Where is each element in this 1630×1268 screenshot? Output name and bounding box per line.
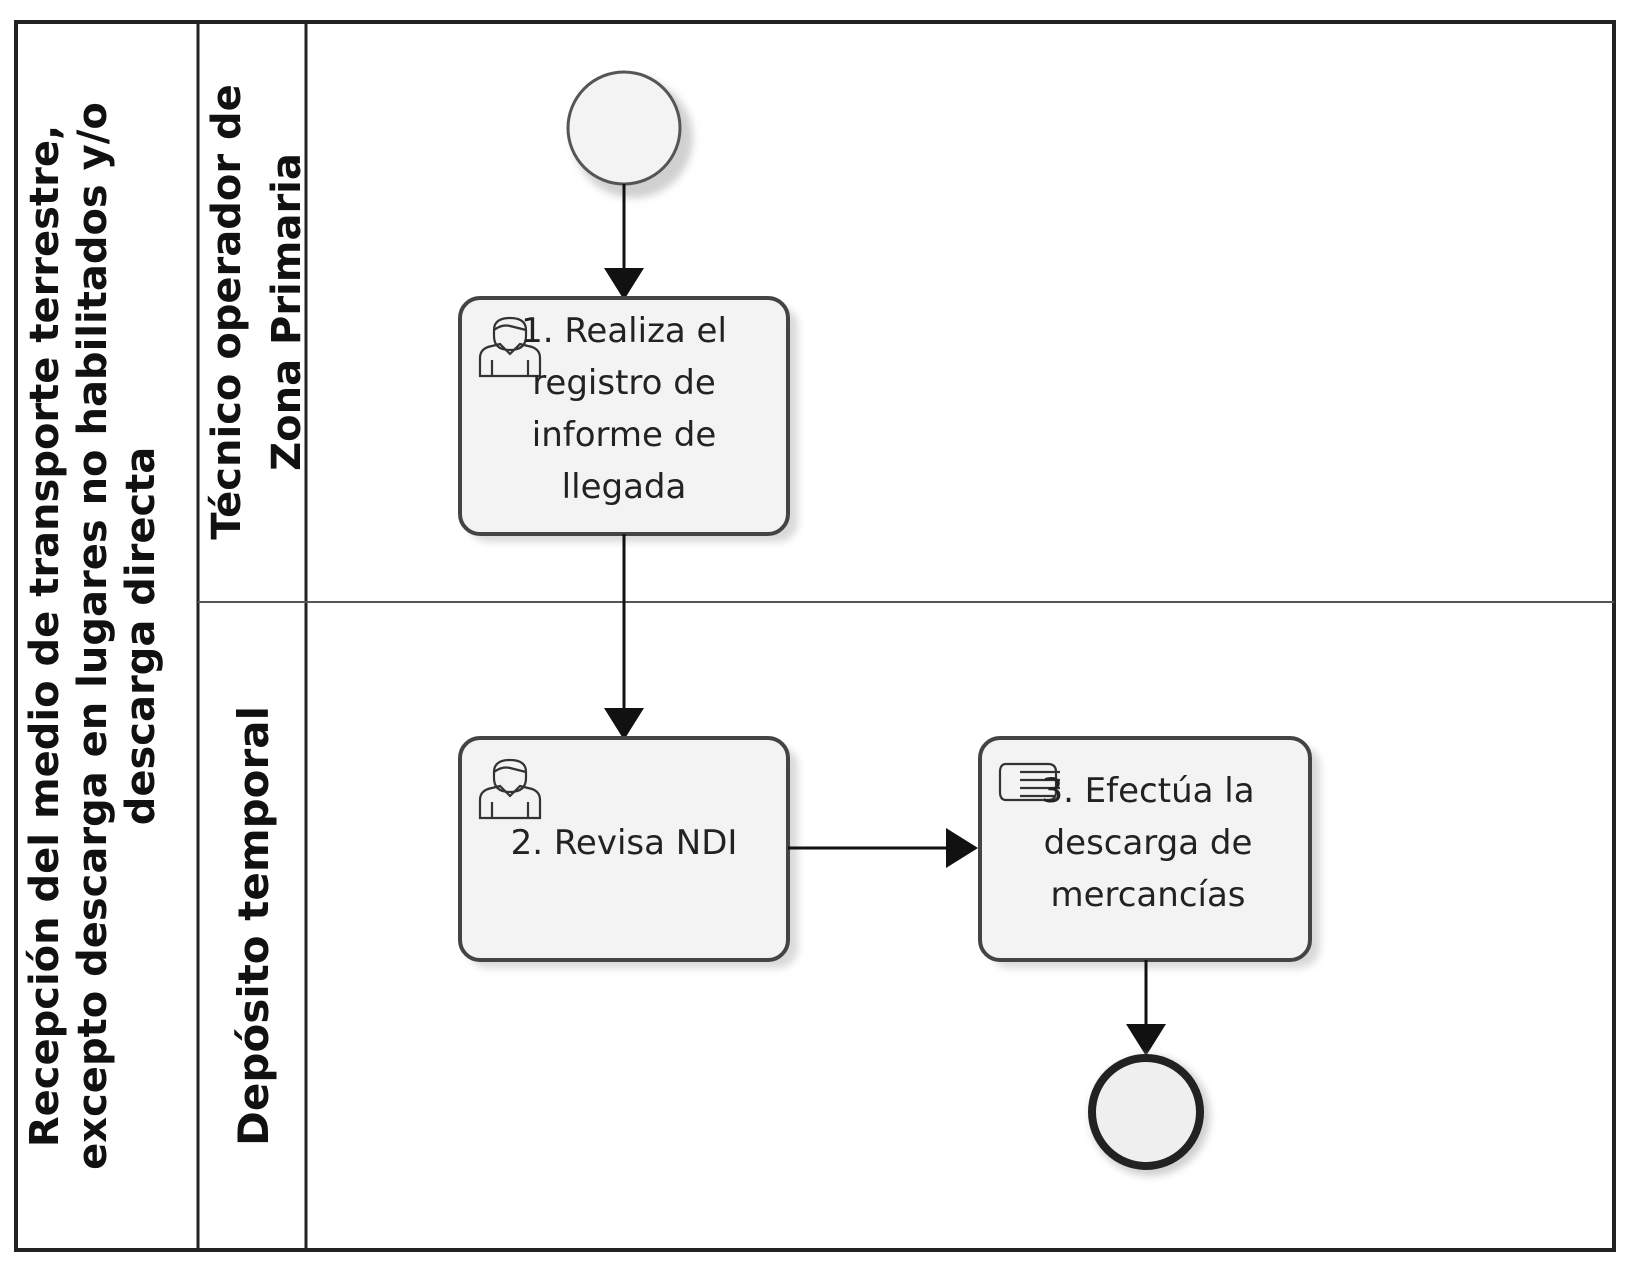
task-3-label-line-2: descarga de: [1044, 823, 1253, 863]
start-event[interactable]: [566, 70, 682, 186]
manual-task-icon: [998, 762, 1060, 802]
user-icon: [478, 316, 542, 378]
lane-1-label-line-1: Técnico operador de: [204, 84, 250, 540]
end-event[interactable]: [1088, 1054, 1204, 1170]
task-3-label-line-1: 3. Efectúa la: [1041, 771, 1254, 811]
pool-title-line-3: descarga directa: [118, 447, 164, 826]
task-1-label-line-2: registro de: [532, 363, 716, 403]
arrow-head: [604, 708, 644, 740]
task-1-label-line-1: 1. Realiza el: [521, 311, 727, 351]
pool-title: Recepción del medio de transporte terres…: [22, 102, 164, 1170]
lane-label-tecnico: Técnico operador de Zona Primaria: [204, 84, 310, 540]
lane-label-deposito: Depósito temporal: [229, 706, 278, 1146]
lane-1-label-line-2: Zona Primaria: [264, 153, 310, 471]
pool-title-line-1: Recepción del medio de transporte terres…: [22, 125, 68, 1147]
lane-2-label: Depósito temporal: [229, 706, 278, 1146]
task-3-label-line-3: mercancías: [1050, 875, 1245, 915]
pool-title-line-2: excepto descarga en lugares no habilitad…: [70, 102, 116, 1170]
pool-border: [14, 20, 1616, 1252]
task-2-label: 2. Revisa NDI: [511, 823, 738, 863]
arrow-head: [604, 268, 644, 300]
task-1-label-line-4: llegada: [562, 467, 687, 507]
arrow-head: [946, 828, 978, 868]
task-1-label-line-3: informe de: [532, 415, 717, 455]
user-icon: [478, 758, 542, 820]
arrow-head: [1126, 1024, 1166, 1056]
